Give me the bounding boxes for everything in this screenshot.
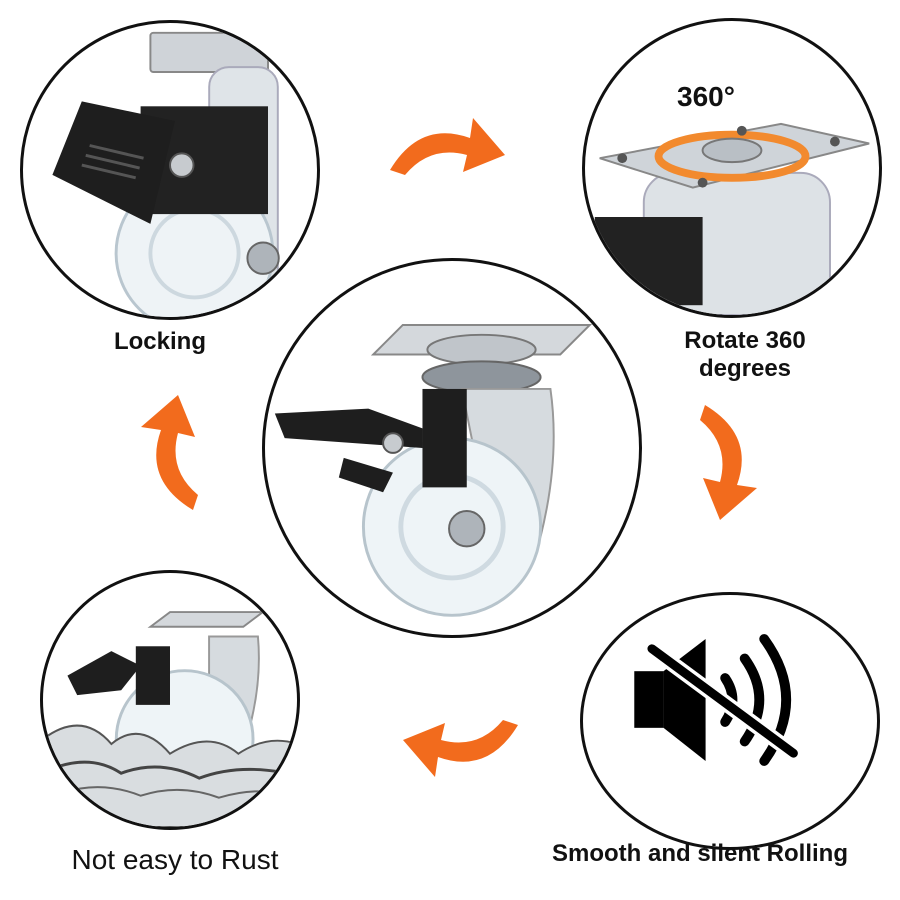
silent-label: Smooth and silent Rolling [552,840,848,867]
rotate-label-line1: Rotate 360 [684,327,806,354]
caster-main-image [262,258,642,638]
cycle-arrow-icon [385,110,510,180]
locking-image [20,20,320,320]
cycle-arrow-icon [133,390,203,515]
rotation-degree-badge: 360° [677,81,735,112]
cycle-arrow-icon [398,715,523,785]
rust-label: Not easy to Rust [71,844,279,875]
rotate-label: Rotate 360 degrees [640,327,850,382]
speaker-muted-icon [634,634,802,766]
rotate-label-line2: degrees [698,354,792,382]
rust-resistance-image [40,570,300,830]
cycle-arrow-icon [695,400,765,525]
rotate-image: 360° [582,18,882,318]
silent-rolling-image [580,592,880,850]
locking-label: Locking [113,328,206,355]
